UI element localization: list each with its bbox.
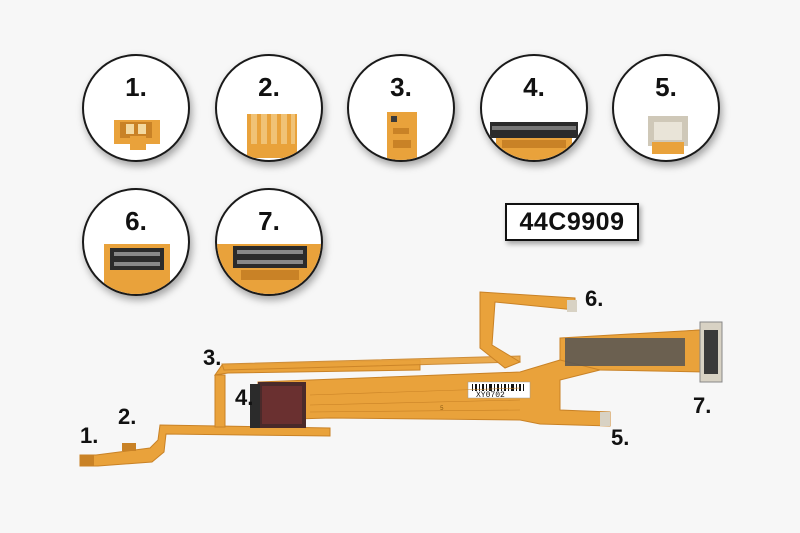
connector-2-closeup — [247, 114, 297, 158]
detail-number: 4. — [523, 72, 545, 102]
callout-label-7: 7. — [693, 393, 712, 418]
detail-circle-4: 4. — [480, 54, 588, 162]
connector-4-closeup — [490, 122, 578, 160]
detail-circle-1: 1. — [82, 54, 190, 162]
detail-number: 5. — [655, 72, 677, 102]
detail-circle-3: 3. — [347, 54, 455, 162]
detail-number: 6. — [125, 206, 147, 236]
detail-number: 1. — [125, 72, 147, 102]
connector-6-closeup — [104, 244, 170, 294]
callout-label-3: 3. — [203, 345, 222, 370]
connector-5-closeup — [648, 116, 688, 154]
detail-circle-5: 5. — [612, 54, 720, 162]
detail-number: 2. — [258, 72, 280, 102]
part-number-label: 44C9909 — [505, 203, 639, 241]
detail-number: 7. — [258, 206, 280, 236]
connector-pin-label: 5 — [440, 405, 444, 412]
callout-label-6: 6. — [585, 286, 604, 311]
detail-circle-6: 6. — [82, 188, 190, 296]
callout-label-4: 4. — [235, 385, 254, 410]
connector-1-closeup — [114, 120, 160, 150]
detail-circle-2: 2. — [215, 54, 323, 162]
callout-label-5: 5. — [611, 425, 630, 450]
callout-label-1: 1. — [80, 423, 99, 448]
detail-circle-7: 7. — [215, 188, 323, 296]
barcode-text: XY0702 — [476, 391, 505, 400]
detail-number: 3. — [390, 72, 412, 102]
connector-3-closeup — [387, 112, 417, 160]
callout-label-2: 2. — [118, 404, 137, 429]
connector-7-closeup — [217, 244, 321, 294]
